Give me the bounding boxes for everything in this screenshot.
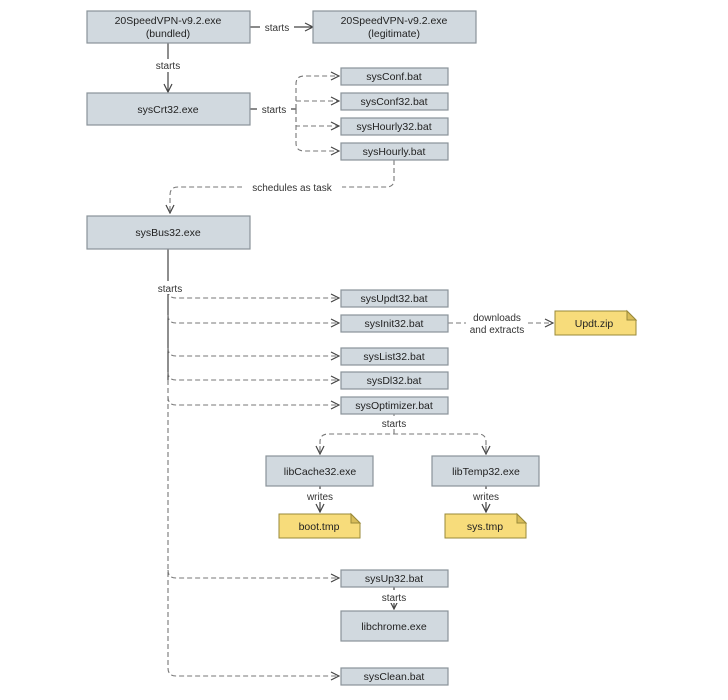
file-notes: Updt.zip boot.tmp sys.tmp <box>278 309 638 539</box>
node-syscrt32: sysCrt32.exe <box>86 92 251 126</box>
svg-text:sysHourly.bat: sysHourly.bat <box>363 146 426 158</box>
svg-text:(legitimate): (legitimate) <box>368 28 420 40</box>
svg-text:libchrome.exe: libchrome.exe <box>361 621 427 633</box>
edge-to-sysdl32 <box>167 371 339 380</box>
edge-label-starts: starts <box>158 284 182 295</box>
node-syslist32: sysList32.bat <box>340 347 449 366</box>
edge-to-sysinit32 <box>167 314 339 323</box>
node-sysbus32: sysBus32.exe <box>86 215 251 250</box>
svg-text:sysCrt32.exe: sysCrt32.exe <box>137 104 198 116</box>
edge-sysoptimizer-split <box>319 433 487 452</box>
svg-text:sysHourly32.bat: sysHourly32.bat <box>356 121 431 133</box>
svg-text:libTemp32.exe: libTemp32.exe <box>452 466 520 478</box>
svg-text:sysUpdt32.bat: sysUpdt32.bat <box>360 293 427 305</box>
svg-text:sysInit32.bat: sysInit32.bat <box>365 318 424 330</box>
svg-text:sys.tmp: sys.tmp <box>467 521 503 533</box>
note-updt-zip: Updt.zip <box>554 309 638 336</box>
edge-to-sysup32 <box>167 569 339 578</box>
svg-text:sysConf32.bat: sysConf32.bat <box>360 96 427 108</box>
node-syshourly32: sysHourly32.bat <box>340 117 449 136</box>
edge-label-starts: starts <box>262 105 286 116</box>
svg-text:sysUp32.bat: sysUp32.bat <box>365 573 423 585</box>
edge-to-syshourly <box>295 109 339 151</box>
svg-text:sysConf.bat: sysConf.bat <box>366 71 422 83</box>
edge-schedules <box>170 160 395 213</box>
edge-label-starts: starts <box>382 419 406 430</box>
node-sysinit32: sysInit32.bat <box>340 314 449 333</box>
node-sysconf32: sysConf32.bat <box>340 92 449 111</box>
edge-label-starts: starts <box>265 23 289 34</box>
edge-label-and-extracts: and extracts <box>470 325 524 336</box>
svg-text:Updt.zip: Updt.zip <box>575 318 614 330</box>
node-syshourly: sysHourly.bat <box>340 142 449 161</box>
edge-to-sysconf32 <box>295 101 339 109</box>
svg-text:20SpeedVPN-v9.2.exe: 20SpeedVPN-v9.2.exe <box>341 15 448 27</box>
node-libchrome: libchrome.exe <box>340 610 449 642</box>
node-sysconf: sysConf.bat <box>340 67 449 86</box>
edge-label-writes: writes <box>306 492 333 503</box>
edge-labels: starts starts starts schedules as task s… <box>150 20 528 604</box>
svg-text:sysDl32.bat: sysDl32.bat <box>367 375 422 387</box>
edge-label-writes: writes <box>472 492 499 503</box>
edge-to-sysoptimizer <box>167 396 339 405</box>
svg-text:boot.tmp: boot.tmp <box>299 521 340 533</box>
edge-to-sysupdt32 <box>167 289 339 298</box>
edge-to-syshourly32 <box>295 109 339 126</box>
svg-text:sysList32.bat: sysList32.bat <box>363 351 424 363</box>
svg-text:(bundled): (bundled) <box>146 28 190 40</box>
edge-to-sysconf <box>295 76 339 109</box>
note-sys-tmp: sys.tmp <box>444 512 528 539</box>
svg-text:sysOptimizer.bat: sysOptimizer.bat <box>355 400 433 412</box>
edge-label-starts: starts <box>382 593 406 604</box>
node-libcache32: libCache32.exe <box>265 455 374 487</box>
node-vpn-bundled: 20SpeedVPN-v9.2.exe (bundled) <box>86 10 251 44</box>
node-vpn-legitimate: 20SpeedVPN-v9.2.exe (legitimate) <box>312 10 477 44</box>
svg-text:sysBus32.exe: sysBus32.exe <box>135 227 201 239</box>
node-sysdl32: sysDl32.bat <box>340 371 449 390</box>
edge-to-syslist32 <box>167 347 339 356</box>
node-sysupdt32: sysUpdt32.bat <box>340 289 449 308</box>
node-sysoptimizer: sysOptimizer.bat <box>340 396 449 415</box>
edge-label-schedules: schedules as task <box>252 183 332 194</box>
nodes: 20SpeedVPN-v9.2.exe (bundled) 20SpeedVPN… <box>86 10 540 686</box>
svg-text:libCache32.exe: libCache32.exe <box>284 466 357 478</box>
svg-text:sysClean.bat: sysClean.bat <box>364 671 425 683</box>
svg-text:20SpeedVPN-v9.2.exe: 20SpeedVPN-v9.2.exe <box>115 15 222 27</box>
edge-label-downloads: downloads <box>473 313 521 324</box>
node-sysup32: sysUp32.bat <box>340 569 449 588</box>
edge-to-sysclean <box>167 380 339 676</box>
node-libtemp32: libTemp32.exe <box>431 455 540 487</box>
note-boot-tmp: boot.tmp <box>278 512 362 539</box>
node-sysclean: sysClean.bat <box>340 667 449 686</box>
edge-label-starts: starts <box>156 61 180 72</box>
